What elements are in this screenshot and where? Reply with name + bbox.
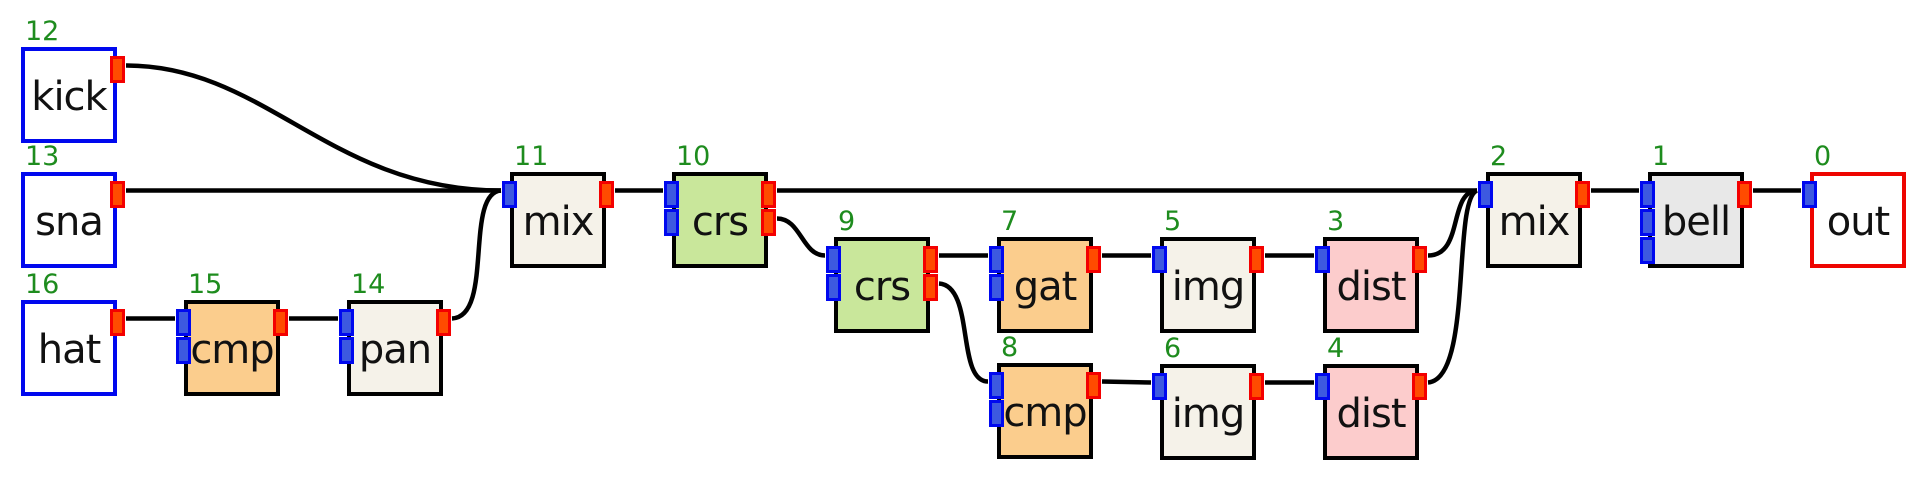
node-label: dist: [1336, 391, 1406, 437]
node-label: hat: [37, 327, 102, 373]
node-label: bell: [1661, 199, 1731, 245]
node-label: mix: [1498, 199, 1571, 245]
node-number: 2: [1490, 141, 1508, 172]
cable-3-to-2: [1427, 188, 1478, 258]
input-port-3[interactable]: [1640, 237, 1655, 264]
output-port-1[interactable]: [1575, 181, 1590, 208]
node-label: crs: [853, 264, 911, 310]
node-number: 7: [1001, 206, 1019, 237]
input-port-1[interactable]: [339, 309, 354, 336]
node-number: 15: [188, 269, 223, 300]
node-number: 5: [1164, 206, 1182, 237]
node-number: 3: [1327, 206, 1345, 237]
node-mix-11[interactable]: 11 mix: [502, 143, 614, 268]
node-hat-16[interactable]: 16 hat: [21, 271, 125, 396]
input-port-2[interactable]: [989, 400, 1004, 427]
cable-10-to-9: [776, 216, 826, 258]
node-cmp-15[interactable]: 15 cmp: [176, 271, 288, 396]
node-number: 13: [25, 141, 60, 172]
input-port-2[interactable]: [989, 274, 1004, 301]
node-label: img: [1171, 264, 1245, 310]
node-number: 1: [1652, 141, 1670, 172]
input-port-1[interactable]: [989, 372, 1004, 399]
node-label: out: [1826, 199, 1891, 245]
node-crs-10[interactable]: 10 crs: [664, 143, 776, 268]
input-port-1[interactable]: [989, 246, 1004, 273]
node-number: 9: [838, 206, 856, 237]
node-number: 14: [351, 269, 386, 300]
input-port-1[interactable]: [1315, 373, 1330, 400]
cable-9-to-8: [938, 281, 989, 384]
input-port-1[interactable]: [176, 309, 191, 336]
input-port-1[interactable]: [1802, 181, 1817, 208]
output-port-1[interactable]: [1412, 246, 1427, 273]
cable-14-to-11: [451, 188, 502, 321]
output-port-2[interactable]: [761, 209, 776, 236]
node-cmp-8[interactable]: 8 cmp: [989, 334, 1101, 459]
node-label: sna: [35, 199, 104, 245]
output-port-1[interactable]: [761, 181, 776, 208]
node-number: 8: [1001, 332, 1019, 363]
input-port-2[interactable]: [826, 274, 841, 301]
node-label: gat: [1013, 264, 1078, 310]
node-sna-13[interactable]: 13 sna: [21, 143, 125, 268]
node-label: crs: [691, 199, 749, 245]
node-label: cmp: [1003, 390, 1087, 436]
cable-4-to-2: [1427, 188, 1479, 385]
node-gat-7[interactable]: 7 gat: [989, 208, 1101, 333]
input-port-1[interactable]: [1152, 373, 1167, 400]
node-label: pan: [358, 327, 432, 373]
node-pan-14[interactable]: 14 pan: [339, 271, 451, 396]
node-label: cmp: [190, 327, 274, 373]
output-port-1[interactable]: [599, 181, 614, 208]
node-label: dist: [1336, 264, 1406, 310]
node-number: 11: [514, 141, 549, 172]
node-number: 0: [1814, 141, 1832, 172]
output-port-1[interactable]: [436, 309, 451, 336]
output-port-1[interactable]: [1737, 181, 1752, 208]
node-number: 16: [25, 269, 60, 300]
input-port-1[interactable]: [664, 181, 679, 208]
output-port-2[interactable]: [923, 274, 938, 301]
node-out-0[interactable]: 0 out: [1802, 143, 1906, 268]
node-kick-12[interactable]: 12 kick: [21, 18, 125, 143]
input-port-1[interactable]: [1640, 181, 1655, 208]
output-port-1[interactable]: [273, 309, 288, 336]
node-bell-1[interactable]: 1 bell: [1640, 143, 1752, 268]
output-port-1[interactable]: [110, 309, 125, 336]
input-port-2[interactable]: [176, 337, 191, 364]
input-port-2[interactable]: [1640, 209, 1655, 236]
output-port-1[interactable]: [1249, 246, 1264, 273]
node-label: mix: [522, 199, 595, 245]
output-port-1[interactable]: [1249, 373, 1264, 400]
input-port-1[interactable]: [1478, 181, 1493, 208]
output-port-1[interactable]: [1412, 373, 1427, 400]
node-label: kick: [31, 74, 107, 120]
input-port-1[interactable]: [502, 181, 517, 208]
node-number: 10: [676, 141, 711, 172]
cable-12-to-11: [125, 63, 502, 193]
output-port-1[interactable]: [1086, 372, 1101, 399]
output-port-1[interactable]: [110, 181, 125, 208]
output-port-1[interactable]: [1086, 246, 1101, 273]
node-number: 4: [1327, 333, 1345, 364]
node-number: 6: [1164, 333, 1182, 364]
input-port-2[interactable]: [339, 337, 354, 364]
output-port-1[interactable]: [923, 246, 938, 273]
node-dist-4[interactable]: 4 dist: [1315, 335, 1427, 460]
cable-8-to-6: [1101, 379, 1152, 385]
output-port-1[interactable]: [110, 56, 125, 83]
input-port-1[interactable]: [1152, 246, 1167, 273]
node-mix-2[interactable]: 2 mix: [1478, 143, 1590, 268]
node-img-5[interactable]: 5 img: [1152, 208, 1264, 333]
node-number: 12: [25, 16, 60, 47]
node-crs-9[interactable]: 9 crs: [826, 208, 938, 333]
node-dist-3[interactable]: 3 dist: [1315, 208, 1427, 333]
node-label: img: [1171, 391, 1245, 437]
input-port-1[interactable]: [1315, 246, 1330, 273]
node-img-6[interactable]: 6 img: [1152, 335, 1264, 460]
input-port-2[interactable]: [664, 209, 679, 236]
input-port-1[interactable]: [826, 246, 841, 273]
